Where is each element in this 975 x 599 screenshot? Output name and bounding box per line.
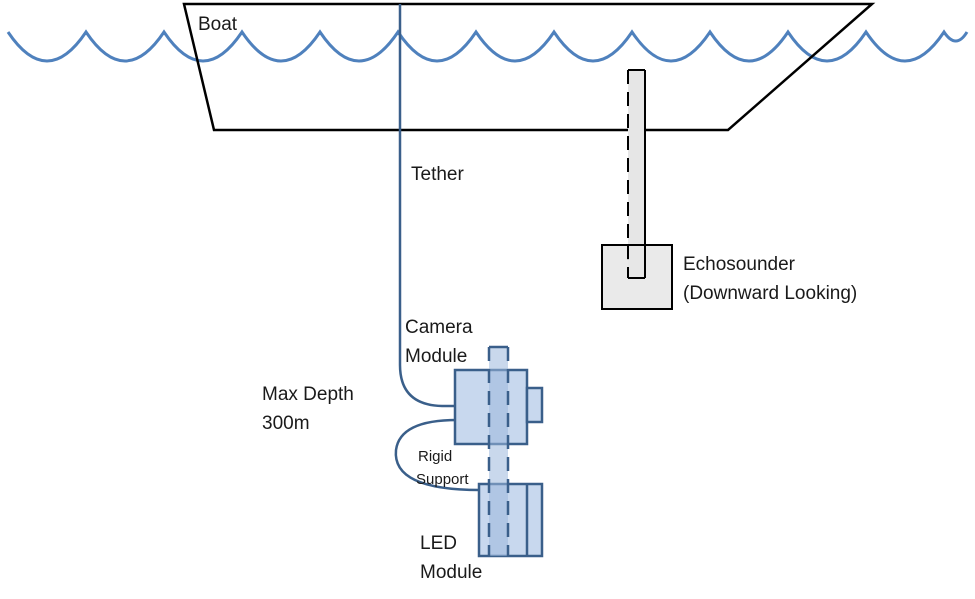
camera-module-label-line1: Camera [405, 317, 473, 338]
echosounder-mount-pole [627, 69, 646, 278]
echosounder-label-line2: (Downward Looking) [683, 283, 857, 304]
led-module-label-line2: Module [420, 562, 482, 583]
camera-led-cable [394, 418, 481, 492]
boat-label: Boat [198, 14, 238, 35]
max-depth-label-line1: Max Depth [262, 384, 354, 405]
echosounder-label-line1: Echosounder [683, 254, 796, 275]
tether-line [398, 4, 457, 408]
rigid-support-label-line2: Support [416, 471, 469, 488]
water-surface-waves [6, 29, 969, 63]
camera-module-label-line2: Module [405, 346, 467, 367]
led-module-label-line1: LED [420, 533, 457, 554]
echosounder-pole-bottom [627, 245, 646, 279]
max-depth-label-line2: 300m [262, 413, 310, 434]
boat-hull-icon [182, 2, 876, 132]
rigid-support-bar [487, 345, 510, 556]
echosounder-icon [601, 244, 673, 310]
rigid-support-label-line1: Rigid [418, 448, 452, 465]
tether-label: Tether [411, 164, 464, 185]
